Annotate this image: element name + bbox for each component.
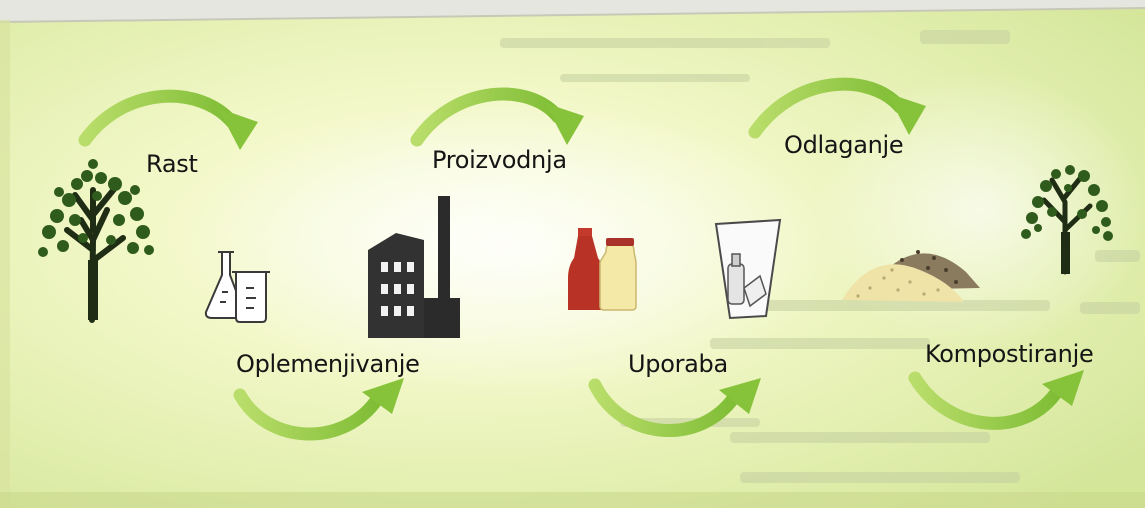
- arrow-proizvodnja: [410, 87, 584, 147]
- bottles-icon: [568, 228, 637, 311]
- tree-icon: [38, 159, 154, 323]
- arrow-kompostiranje: [908, 370, 1084, 430]
- compost-pile-icon: [842, 250, 980, 302]
- stage-label-odlaganje: Odlaganje: [784, 131, 904, 159]
- stage-label-uporaba: Uporaba: [628, 350, 728, 378]
- stage-label-kompostiranje: Kompostiranje: [925, 340, 1094, 368]
- trash-bin-icon: [714, 218, 782, 320]
- tree-icon: [1021, 165, 1113, 275]
- factory-icon: [368, 196, 460, 338]
- arrow-odlaganje: [748, 77, 926, 139]
- arrow-uporaba: [588, 378, 761, 438]
- stage-label-proizvodnja: Proizvodnja: [432, 146, 567, 174]
- arrow-rast: [78, 89, 258, 150]
- stage-label-rast: Rast: [146, 150, 198, 178]
- lab-glassware-icon: [204, 251, 270, 323]
- stage-label-oplemenjivanje: Oplemenjivanje: [236, 350, 420, 378]
- arrow-oplemenjivanje: [233, 378, 404, 441]
